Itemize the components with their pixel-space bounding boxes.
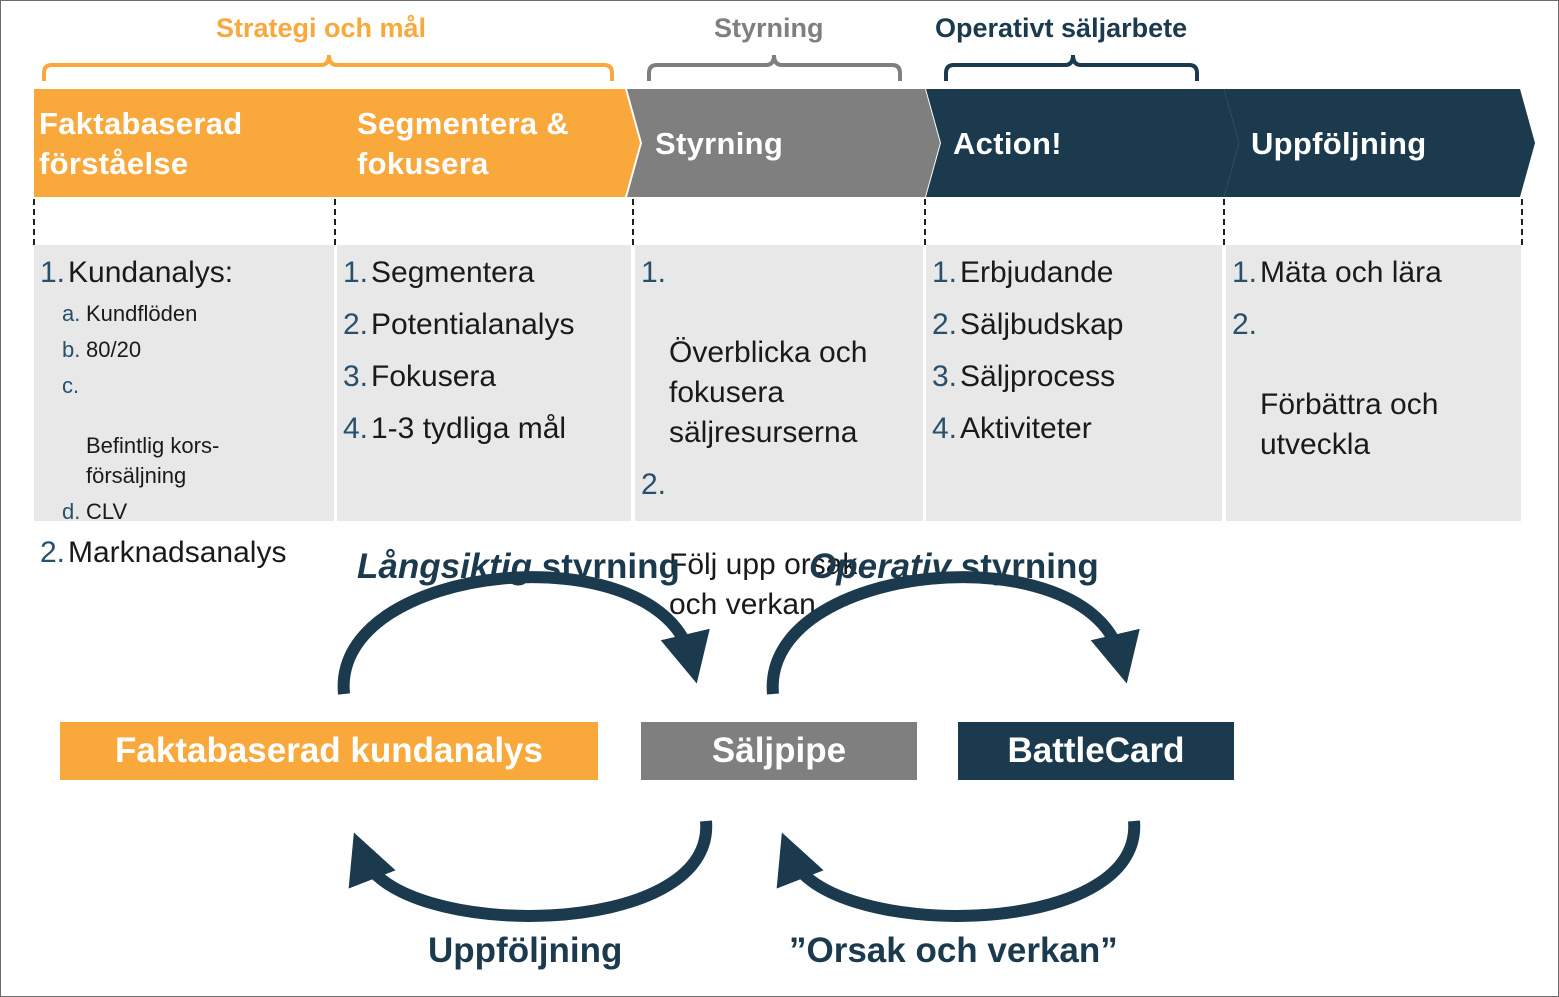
phase-title: Uppföljning [1251,126,1427,161]
sub-list-item: c. Befintlig kors- försäljning [62,373,220,488]
list-item: 1. Överblicka och fokusera säljresursern… [641,256,868,449]
group-label-strategy: Strategi och mål [216,13,427,43]
separator [33,199,35,245]
brace-steering [647,54,902,81]
list-item: 4. 1-3 tydliga mål [343,412,567,445]
box-battlecard: BattleCard [958,722,1234,780]
phase-chevron-3: Styrning [627,89,947,197]
list-item: 1. Mäta och lära [1232,256,1442,289]
list-item: 1. Erbjudande [932,256,1114,289]
list-item: 3. Säljprocess [932,360,1116,393]
phase-chevron-2: Segmentera & fokusera [327,89,645,197]
phase-title: Segmentera & fokusera [357,106,570,181]
list-item: 3. Fokusera [343,360,497,393]
list-item: 2. Säljbudskap [932,308,1124,341]
heading-cause-effect: ”Orsak och verkan” [789,931,1118,970]
group-braces [42,54,1199,81]
phase-chevron-4: Action! [926,89,1246,197]
heading-follow-up: Uppföljning [428,931,623,970]
column-2: 1. Segmentera 2. Potentialanalys 3. Foku… [337,245,631,521]
sub-list-item: b. 80/20 [62,337,142,362]
arrow-bottom-left [348,820,713,922]
separator [1223,199,1225,245]
separator [632,199,634,245]
box-fact-based-analysis: Faktabaserad kundanalys [60,722,598,780]
arrow-bottom-right [776,820,1141,922]
separator [334,199,336,245]
sub-list-item: d. CLV [62,499,128,524]
column-5: 1. Mäta och lära 2. Förbättra och utveck… [1226,245,1521,521]
arrow-top-left [337,571,710,695]
list-item: 2. Förbättra och utveckla [1232,308,1439,461]
box-sales-pipe: Säljpipe [641,722,917,780]
separator [924,199,926,245]
arrow-top-right [766,571,1140,695]
phase-chevron-1: Faktabaserad förståelse [34,89,346,197]
list-item: 4. Aktiviteter [932,412,1092,445]
group-label-steering: Styrning [714,13,824,43]
list-item: 1. Kundanalys: [40,256,234,289]
group-label-operative: Operativt säljarbete [935,13,1188,43]
list-item: 2. Potentialanalys [343,308,575,341]
list-item: 2. Marknadsanalys [40,536,287,569]
brace-operative [944,54,1199,81]
list-item: 2. Följ upp orsak och verkan [641,468,858,621]
phase-chevron-5: Uppföljning [1224,89,1540,197]
column-4: 1. Erbjudande 2. Säljbudskap 3. Säljproc… [926,245,1222,521]
phase-title: Action! [953,126,1062,161]
brace-strategy [42,54,614,81]
separator [1521,199,1523,245]
column-3: 1. Överblicka och fokusera säljresursern… [635,245,923,621]
list-item: 1. Segmentera [343,256,535,289]
phase-title: Faktabaserad förståelse [39,106,243,181]
column-1: 1. Kundanalys: a. Kundflöden b. 80/20 c.… [34,245,334,569]
phase-title: Styrning [655,126,784,161]
sub-list-item: a. Kundflöden [62,301,198,326]
